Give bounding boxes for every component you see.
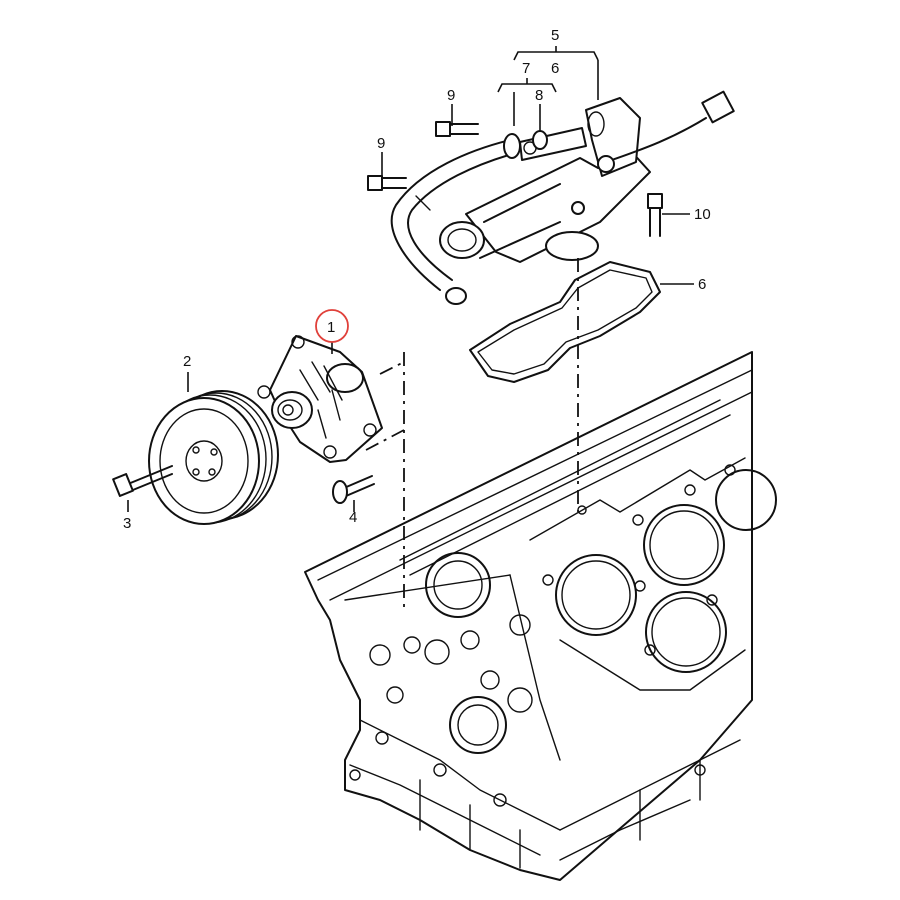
callout-labels: 1 2 3 4 5 6 6 7 8 9 9 10 bbox=[123, 27, 711, 532]
gasket bbox=[469, 261, 661, 383]
water-pump bbox=[257, 335, 383, 463]
callout-6-gasket: 6 bbox=[698, 276, 706, 293]
engine-block bbox=[304, 351, 777, 881]
bolt-3 bbox=[112, 465, 173, 497]
pulley bbox=[148, 390, 279, 525]
callout-4: 4 bbox=[349, 509, 357, 526]
coolant-hose bbox=[390, 133, 521, 305]
callout-9-lower: 9 bbox=[377, 135, 385, 152]
callout-5: 5 bbox=[551, 27, 559, 44]
bolt-9-lower bbox=[367, 175, 407, 191]
callout-8: 8 bbox=[535, 87, 543, 104]
bolt-9-upper bbox=[435, 121, 479, 137]
callout-7: 7 bbox=[522, 60, 530, 77]
callout-10: 10 bbox=[694, 206, 711, 223]
thermostat-housing bbox=[439, 90, 735, 263]
bolt-4 bbox=[332, 475, 375, 504]
leader-lines bbox=[127, 46, 694, 512]
callout-9-upper: 9 bbox=[447, 87, 455, 104]
bolt-10 bbox=[647, 193, 663, 237]
seal-ring bbox=[532, 130, 548, 150]
callout-2: 2 bbox=[183, 353, 191, 370]
callout-6-upper: 6 bbox=[551, 60, 559, 77]
assembly-lines bbox=[365, 258, 579, 612]
callout-1-highlight-circle bbox=[315, 309, 349, 343]
callout-1: 1 bbox=[327, 319, 335, 336]
callout-3: 3 bbox=[123, 515, 131, 532]
